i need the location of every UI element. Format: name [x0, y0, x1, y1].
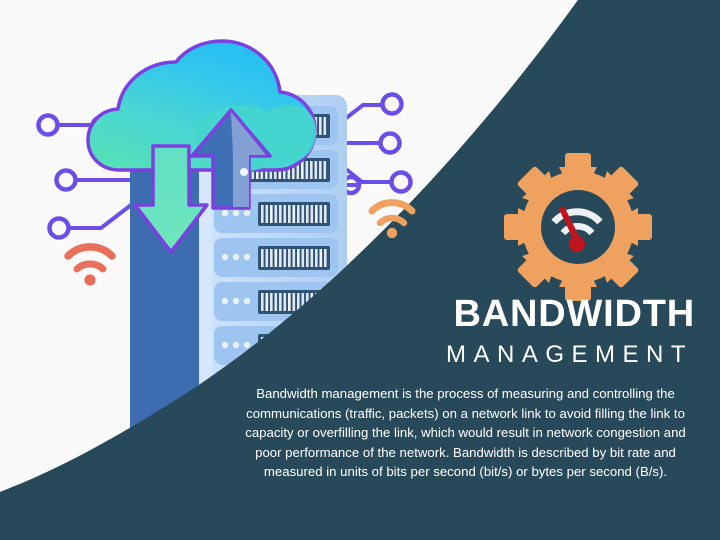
body-block: Bandwidth management is the process of m… — [236, 384, 695, 482]
body-paragraph: Bandwidth management is the process of m… — [245, 386, 686, 480]
page-subtitle: MANAGEMENT — [445, 340, 693, 368]
title-block: BANDWIDTH MANAGEMENT — [255, 293, 695, 373]
page-title: BANDWIDTH — [453, 293, 695, 335]
